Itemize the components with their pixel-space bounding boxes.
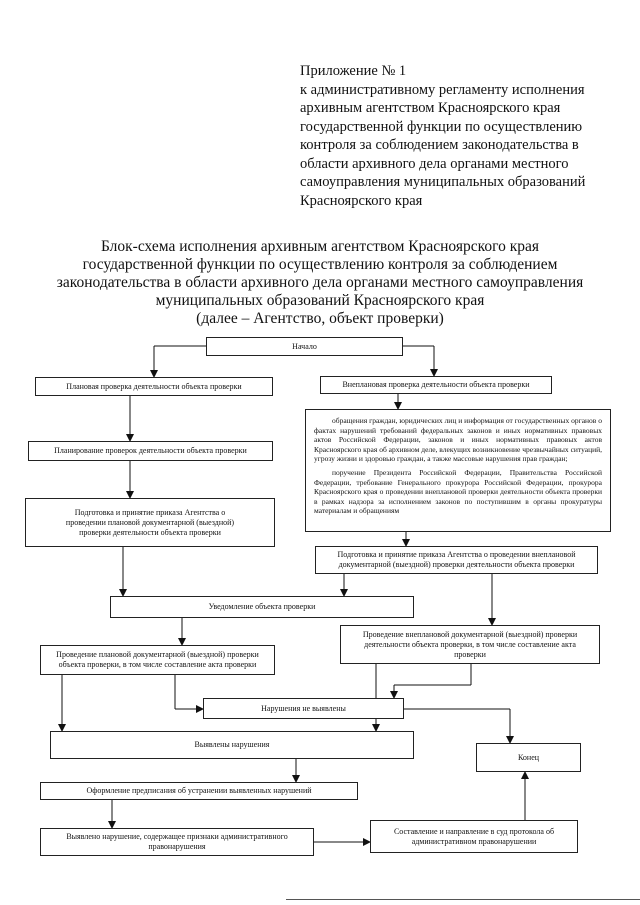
court-protocol-box: Составление и направление в суд протокол… <box>370 820 578 853</box>
appendix-line: Приложение № 1 <box>300 63 407 79</box>
appendix-line: государственной функции по осуществлению <box>300 118 583 135</box>
admin-violation-box: Выявлено нарушение, содержащее признаки … <box>40 828 314 856</box>
notify-box: Уведомление объекта проверки <box>110 596 414 618</box>
page-bottom-rule <box>286 899 640 900</box>
title-line: муниципальных образований Красноярского … <box>155 292 485 309</box>
appendix-header: Приложение № 1 к административному регла… <box>300 62 620 210</box>
violations-found-box: Выявлены нарушения <box>50 731 414 759</box>
planning-box: Планирование проверок деятельности объек… <box>28 441 273 461</box>
appendix-line: архивным агентством Красноярского края <box>300 100 561 116</box>
appendix-line: области архивного дела органами местного <box>300 155 569 172</box>
appendix-line: самоуправления муниципальных образований <box>300 174 586 190</box>
no-violations-box: Нарушения не выявлены <box>203 698 404 719</box>
unplanned-grounds-box: обращения граждан, юридических лиц и инф… <box>305 409 611 532</box>
appendix-line: к административному регламенту исполнени… <box>300 81 585 98</box>
unplanned-inspection-box: Внеплановая проверка деятельности объект… <box>320 376 552 394</box>
appendix-line: Красноярского края <box>300 192 423 209</box>
planned-inspection-box: Плановая проверка деятельности объекта п… <box>35 377 273 396</box>
title-line: Блок-схема исполнения архивным агентство… <box>100 238 540 255</box>
grounds-item: поручение Президента Российской Федераци… <box>314 467 602 516</box>
order-unplanned-box: Подготовка и принятие приказа Агентства … <box>315 546 598 574</box>
title-line: государственной функции по осуществлению… <box>82 256 558 273</box>
conduct-planned-box: Проведение плановой документарной (выезд… <box>40 645 275 675</box>
flowchart-title: Блок-схема исполнения архивным агентство… <box>30 238 610 328</box>
grounds-item: обращения граждан, юридических лиц и инф… <box>314 416 602 464</box>
title-line: законодательства в области архивного дел… <box>56 274 584 291</box>
prescription-box: Оформление предписания об устранении выя… <box>40 782 358 800</box>
order-planned-box: Подготовка и принятие приказа Агентства … <box>25 498 275 547</box>
conduct-unplanned-box: Проведение внеплановой документарной (вы… <box>340 625 600 664</box>
end-box: Конец <box>476 743 581 772</box>
title-line: (далее – Агентство, объект проверки) <box>196 310 444 327</box>
start-box: Начало <box>206 337 403 356</box>
appendix-line: контроля за соблюдением законодательства… <box>300 137 579 153</box>
